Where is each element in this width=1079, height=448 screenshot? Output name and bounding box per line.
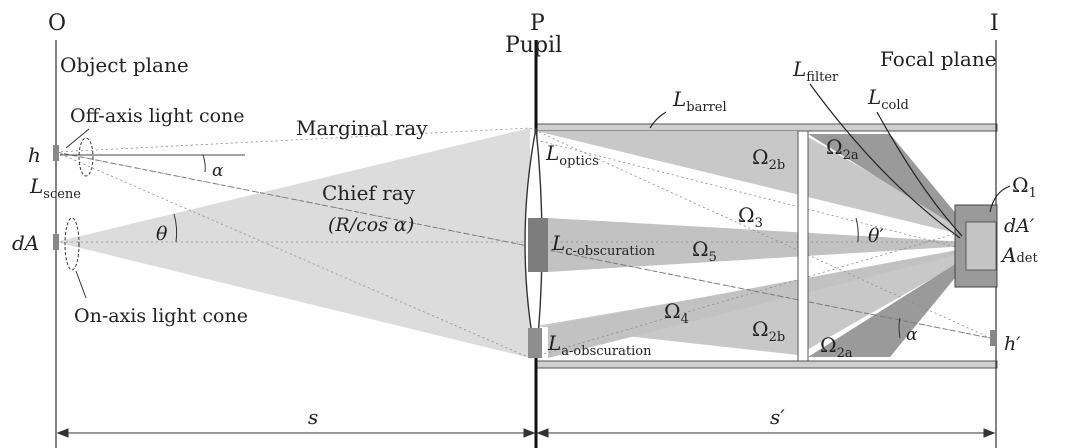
theta-angle-arc — [173, 213, 178, 243]
dA-label: dA — [12, 231, 39, 255]
alpha-image-angle-arc — [898, 317, 901, 339]
L-optics-label: Loptics — [545, 141, 599, 169]
omega-3-label: Ω3 — [738, 203, 763, 231]
L-barrel-label: Lbarrel — [672, 87, 727, 115]
object-letter: O — [48, 11, 66, 36]
image-letter: I — [990, 11, 999, 36]
omega-2b-top-label: Ω2b — [752, 145, 785, 173]
omega-2b-bottom-label: Ω2b — [752, 317, 785, 345]
chief-ray-formula: (R/cos α) — [328, 214, 414, 236]
dA-prime-label: dA′ — [1004, 215, 1035, 237]
omega-2a-top-cone — [808, 134, 968, 234]
pupil-letter: P — [530, 11, 545, 36]
alpha-label: α — [212, 161, 224, 181]
L-cold-label: Lcold — [867, 85, 909, 113]
on-axis-light-cone — [56, 128, 530, 358]
object-point-dA-marker — [53, 234, 59, 250]
detector-inner — [965, 221, 997, 271]
on-axis-cone-ellipse — [64, 217, 80, 271]
dimension-arrows — [56, 428, 996, 438]
off-axis-callout — [65, 128, 90, 149]
filter-frame — [797, 130, 809, 362]
s-distance-label: s — [308, 405, 318, 429]
omega-4-cone — [548, 248, 968, 358]
object-point-h-marker — [53, 145, 59, 161]
omega-5-label: Ω5 — [692, 237, 717, 265]
chief-ray-label: Chief ray — [322, 181, 416, 205]
L-filter-label: Lfilter — [792, 57, 839, 85]
pupil-word: Pupil — [505, 33, 562, 58]
omega-1-label: Ω1 — [1012, 173, 1037, 201]
focal-plane-label: Focal plane — [880, 47, 997, 71]
omega-2b-top-cone — [536, 131, 968, 236]
theta-prime-angle-arc — [855, 217, 859, 243]
theta-label: θ — [156, 223, 168, 245]
alpha-angle-arc — [202, 154, 206, 173]
L-c-obscuration-label: Lc-obscuration — [551, 231, 656, 259]
omega-2a-bottom-cone — [808, 256, 968, 357]
omega-2a-bottom-label: Ω2a — [820, 333, 853, 361]
object-plane-label: Object plane — [60, 53, 189, 77]
h-prime-label: h′ — [1004, 333, 1021, 355]
marginal-ray-label: Marginal ray — [296, 116, 428, 140]
on-axis-callout — [75, 270, 87, 299]
theta-prime-label: θ′ — [868, 225, 884, 247]
a-obscuration-block — [528, 328, 542, 358]
barrel-ring-top — [535, 123, 998, 132]
L-a-obscuration-label: La-obscuration — [547, 331, 652, 359]
off-axis-cone-label: Off-axis light cone — [70, 105, 245, 127]
h-label: h — [28, 143, 41, 167]
off-axis-cone-ellipse — [78, 137, 94, 177]
L-scene-text: Lscene — [29, 174, 81, 202]
omega-4-label: Ω4 — [664, 299, 689, 327]
image-point-h-prime-marker — [990, 330, 996, 346]
alpha-image-label: α — [906, 325, 918, 345]
omega-2a-top-label: Ω2a — [826, 135, 859, 163]
callout-arrows — [649, 83, 1011, 239]
A-det-label: Ascenedet — [1000, 243, 1038, 267]
central-obscuration-block — [528, 218, 548, 272]
barrel-ring-bottom — [535, 360, 998, 369]
on-axis-cone-label: On-axis light cone — [74, 305, 248, 327]
omega-5-cone — [548, 218, 968, 272]
chief-ray-line — [55, 151, 991, 339]
s-prime-distance-label: s′ — [770, 405, 785, 429]
